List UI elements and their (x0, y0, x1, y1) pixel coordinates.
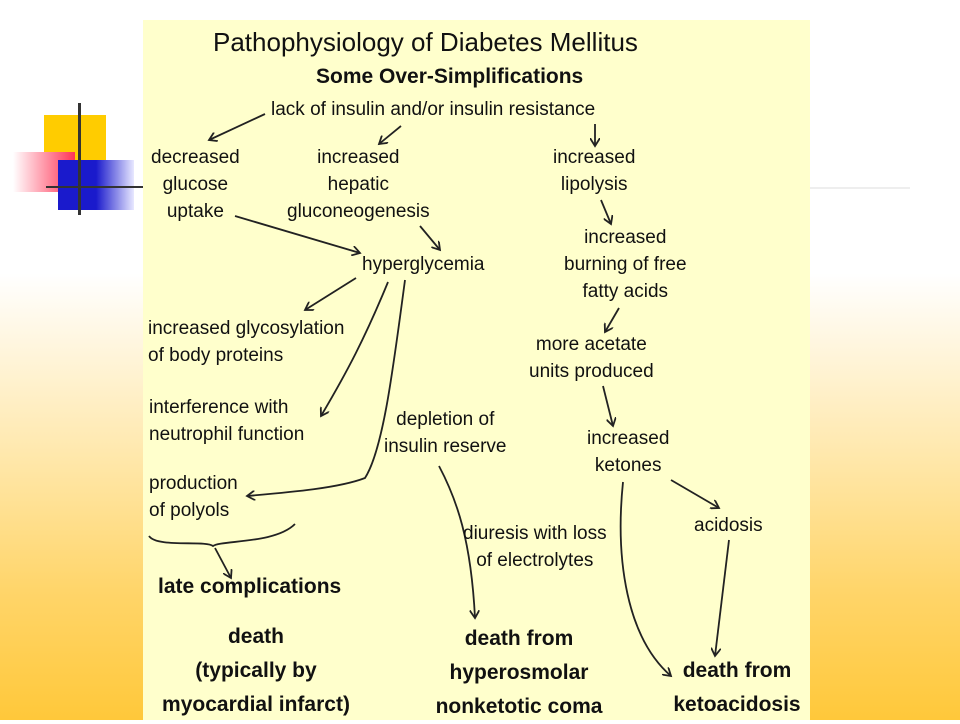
node-insulin-reserve-depletion: depletion of insulin reserve (384, 409, 507, 457)
node-hepatic-gluconeogenesis: increased hepatic gluconeogenesis (287, 147, 430, 222)
arrow-ketones-to-acidosis (670, 479, 719, 508)
node-hyperglycemia: hyperglycemia (362, 254, 485, 275)
arrow-brace-to-late (214, 547, 231, 578)
node-neutrophil-interference: interference with neutrophil function (149, 397, 305, 445)
flow-arrows (148, 113, 730, 720)
node-burning-fatty-acids: increased burning of free fatty acids (564, 227, 687, 302)
diagram-subtitle: Some Over-Simplifications (316, 65, 584, 88)
node-acidosis: acidosis (694, 515, 763, 536)
node-increased-lipolysis: increased lipolysis (553, 147, 636, 195)
arrow-lipolysis-to-burning (600, 199, 611, 224)
arrow-ketones-to-death-keto (619, 481, 671, 676)
arrow-acidosis-to-death-keto (715, 539, 730, 656)
node-death-hyperosmolar: death from hyperosmolar nonketotic coma (435, 627, 603, 718)
node-decreased-glucose-uptake: decreased glucose uptake (151, 147, 240, 222)
brace-late-complications (148, 523, 296, 548)
node-death-myocardial-infarct: death (typically by myocardial infarct) (162, 625, 350, 716)
decorative-blue-square (58, 160, 134, 210)
node-late-complications: late complications (158, 575, 342, 598)
node-death-ketoacidosis: death from ketoacidosis (673, 659, 801, 716)
node-polyols: production of polyols (149, 473, 238, 521)
arrow-hyperglycemia-to-polyols (247, 279, 406, 496)
arrow-hyperglycemia-to-glycosylation (305, 277, 357, 310)
decorative-horizontal-line (46, 186, 146, 188)
arrow-depletion-to-death-hyper (438, 465, 475, 618)
node-diuresis: diuresis with loss of electrolytes (463, 523, 607, 571)
node-acetate-units: more acetate units produced (529, 334, 654, 382)
decorative-vertical-line (78, 103, 81, 215)
arrow-hyperglycemia-to-neutrophil (321, 281, 389, 416)
arrow-acetate-to-ketones (602, 385, 613, 426)
arrow-hepatic-to-hyperglycemia (419, 225, 440, 250)
node-glycosylation: increased glycosylation of body proteins (148, 318, 345, 366)
diagram-panel: Pathophysiology of Diabetes Mellitus Som… (143, 20, 810, 720)
diagram-title: Pathophysiology of Diabetes Mellitus (213, 27, 638, 57)
node-increased-ketones: increased ketones (587, 428, 670, 476)
decorative-horizontal-rule-right (810, 187, 910, 189)
arrow-uptake-to-hyperglycemia (234, 215, 360, 253)
node-insulin-lack: lack of insulin and/or insulin resistanc… (271, 99, 596, 120)
arrow-burning-to-acetate (605, 307, 620, 332)
arrow-root-to-hepatic (379, 125, 402, 144)
arrow-root-to-uptake (209, 113, 266, 140)
